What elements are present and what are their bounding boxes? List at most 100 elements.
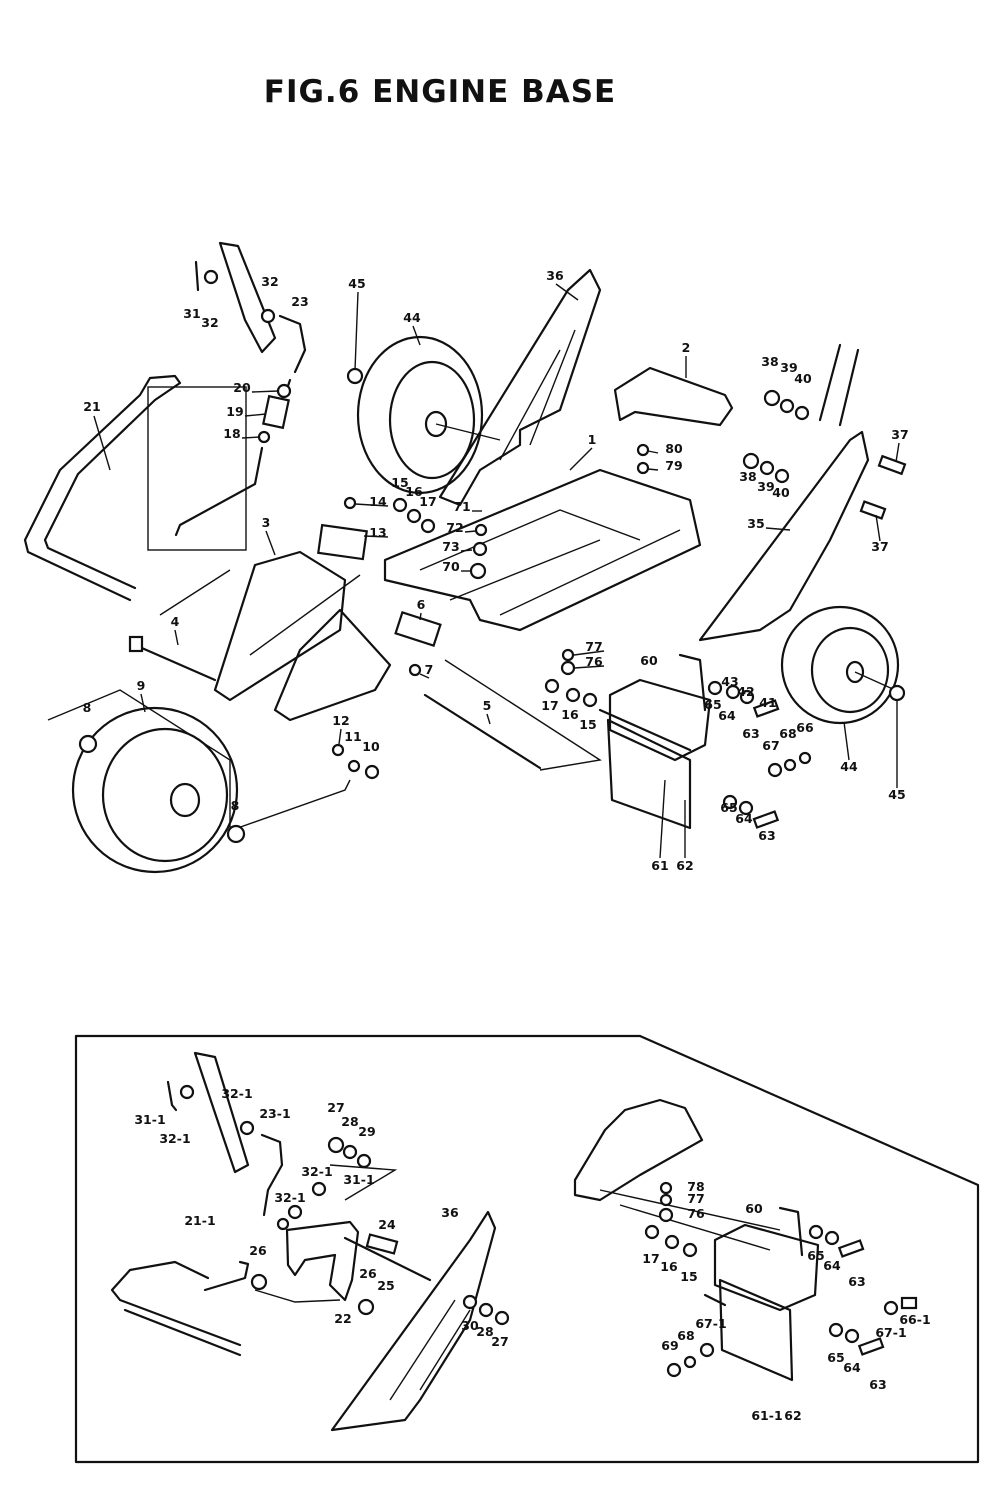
axle-5 (423, 693, 542, 770)
inset-part-label: 36 (441, 1205, 459, 1220)
side-plate-35 (698, 430, 870, 642)
main-part-label: 61 (651, 858, 668, 873)
inset-part-label: 29 (358, 1124, 375, 1139)
inset-part-label: 65 (807, 1248, 824, 1263)
main-part-label: 15 (391, 475, 408, 490)
main-part-label: 12 (332, 713, 349, 728)
main-part-label: 41 (759, 695, 776, 710)
main-part-label: 73 (442, 539, 459, 554)
main-part-label: 45 (888, 787, 905, 802)
washer-12 (331, 743, 345, 757)
main-part-label: 70 (442, 559, 460, 574)
spacer-8b (226, 824, 246, 844)
bracket-60 (608, 678, 712, 762)
inset-part-label: 28 (476, 1324, 493, 1339)
wheel-44-upper-inner (388, 360, 476, 480)
inset-part-label: 25 (377, 1278, 394, 1293)
main-part-label: 17 (419, 494, 436, 509)
inset-part-label: 32-1 (221, 1086, 252, 1101)
main-part-label: 15 (579, 717, 596, 732)
main-part-label: 65 (720, 800, 737, 815)
inset-part-label: 21-1 (184, 1213, 215, 1228)
main-part-label: 64 (718, 708, 736, 723)
main-part-label: 66 (796, 720, 814, 735)
inset-part-label: 23-1 (259, 1106, 290, 1121)
pin-31 (194, 260, 200, 292)
inset-part-label: 26 (249, 1243, 267, 1258)
clip-45-upper (346, 367, 364, 385)
plate-61 (606, 718, 692, 830)
inset-part-label: 31-1 (134, 1112, 165, 1127)
inset-part-label: 69 (661, 1338, 678, 1353)
main-part-label: 43 (721, 674, 738, 689)
inset-part-label: 32-1 (159, 1131, 190, 1146)
inset-part-label: 24 (378, 1217, 396, 1232)
clip-45-lower (888, 684, 906, 702)
inset-part-label: 63 (869, 1377, 886, 1392)
inset-part-label: 15 (680, 1269, 697, 1284)
inset-part-label: 65 (827, 1350, 844, 1365)
inset-plate-61-1 (718, 1278, 794, 1382)
inset-part-label: 66-1 (899, 1312, 930, 1327)
main-part-label: 40 (794, 371, 812, 386)
inset-assembly (110, 1051, 918, 1432)
main-part-label: 79 (665, 458, 682, 473)
bracket-arm (678, 653, 707, 712)
main-part-label: 31 (183, 306, 200, 321)
inset-side-plate-36 (330, 1210, 497, 1432)
inset-part-label: 32-1 (301, 1164, 332, 1179)
bushing-6 (394, 610, 442, 648)
main-part-label: 10 (362, 739, 380, 754)
inset-frame (74, 1034, 980, 1464)
nut-10 (364, 764, 380, 780)
main-part-label: 18 (223, 426, 240, 441)
main-part-label: 5 (483, 698, 492, 713)
main-part-label: 8 (231, 798, 240, 813)
inset-part-label: 16 (660, 1259, 678, 1274)
main-part-label: 36 (546, 268, 564, 283)
main-part-label: 16 (561, 707, 579, 722)
main-part-label: 40 (772, 485, 790, 500)
inset-part-label: 63 (848, 1274, 865, 1289)
main-part-label: 16 (405, 484, 423, 499)
main-part-label: 60 (640, 653, 658, 668)
main-part-label: 64 (735, 811, 753, 826)
main-part-label: 19 (226, 404, 243, 419)
inset-part-label: 78 (687, 1179, 704, 1194)
main-part-label: 13 (369, 525, 386, 540)
handle-bracket-3 (213, 550, 347, 702)
main-part-label: 4 (171, 614, 180, 629)
engine-base-frame-1 (383, 468, 702, 632)
inset-part-label: 28 (341, 1114, 358, 1129)
main-part-label: 32 (201, 315, 218, 330)
main-part-label: 38 (739, 469, 756, 484)
main-part-label: 37 (891, 427, 908, 442)
inset-part-label: 27 (491, 1334, 508, 1349)
main-part-label: 32 (261, 274, 278, 289)
main-part-label: 77 (585, 639, 602, 654)
inset-frame-piece (573, 1098, 704, 1202)
main-part-label: 35 (747, 516, 764, 531)
plate-62 (598, 708, 692, 752)
main-part-label: 14 (369, 494, 387, 509)
washer-11 (347, 759, 361, 773)
main-part-label: 3 (262, 515, 271, 530)
main-assembly (23, 241, 907, 874)
axle-line (435, 423, 501, 441)
inset-part-label: 67-1 (875, 1325, 906, 1340)
main-part-label: 37 (871, 539, 888, 554)
inset-part-label: 68 (677, 1328, 694, 1343)
wheel-44-lower (780, 605, 900, 725)
inset-part-label: 77 (687, 1191, 704, 1206)
wheel-9 (71, 706, 239, 874)
main-part-label: 63 (742, 726, 759, 741)
main-part-label: 63 (758, 828, 775, 843)
main-part-label: 76 (585, 654, 603, 669)
main-part-label: 67 (762, 738, 779, 753)
bolt-4 (133, 643, 217, 682)
bushing-19 (262, 394, 290, 430)
bolt-4-head (128, 635, 144, 653)
